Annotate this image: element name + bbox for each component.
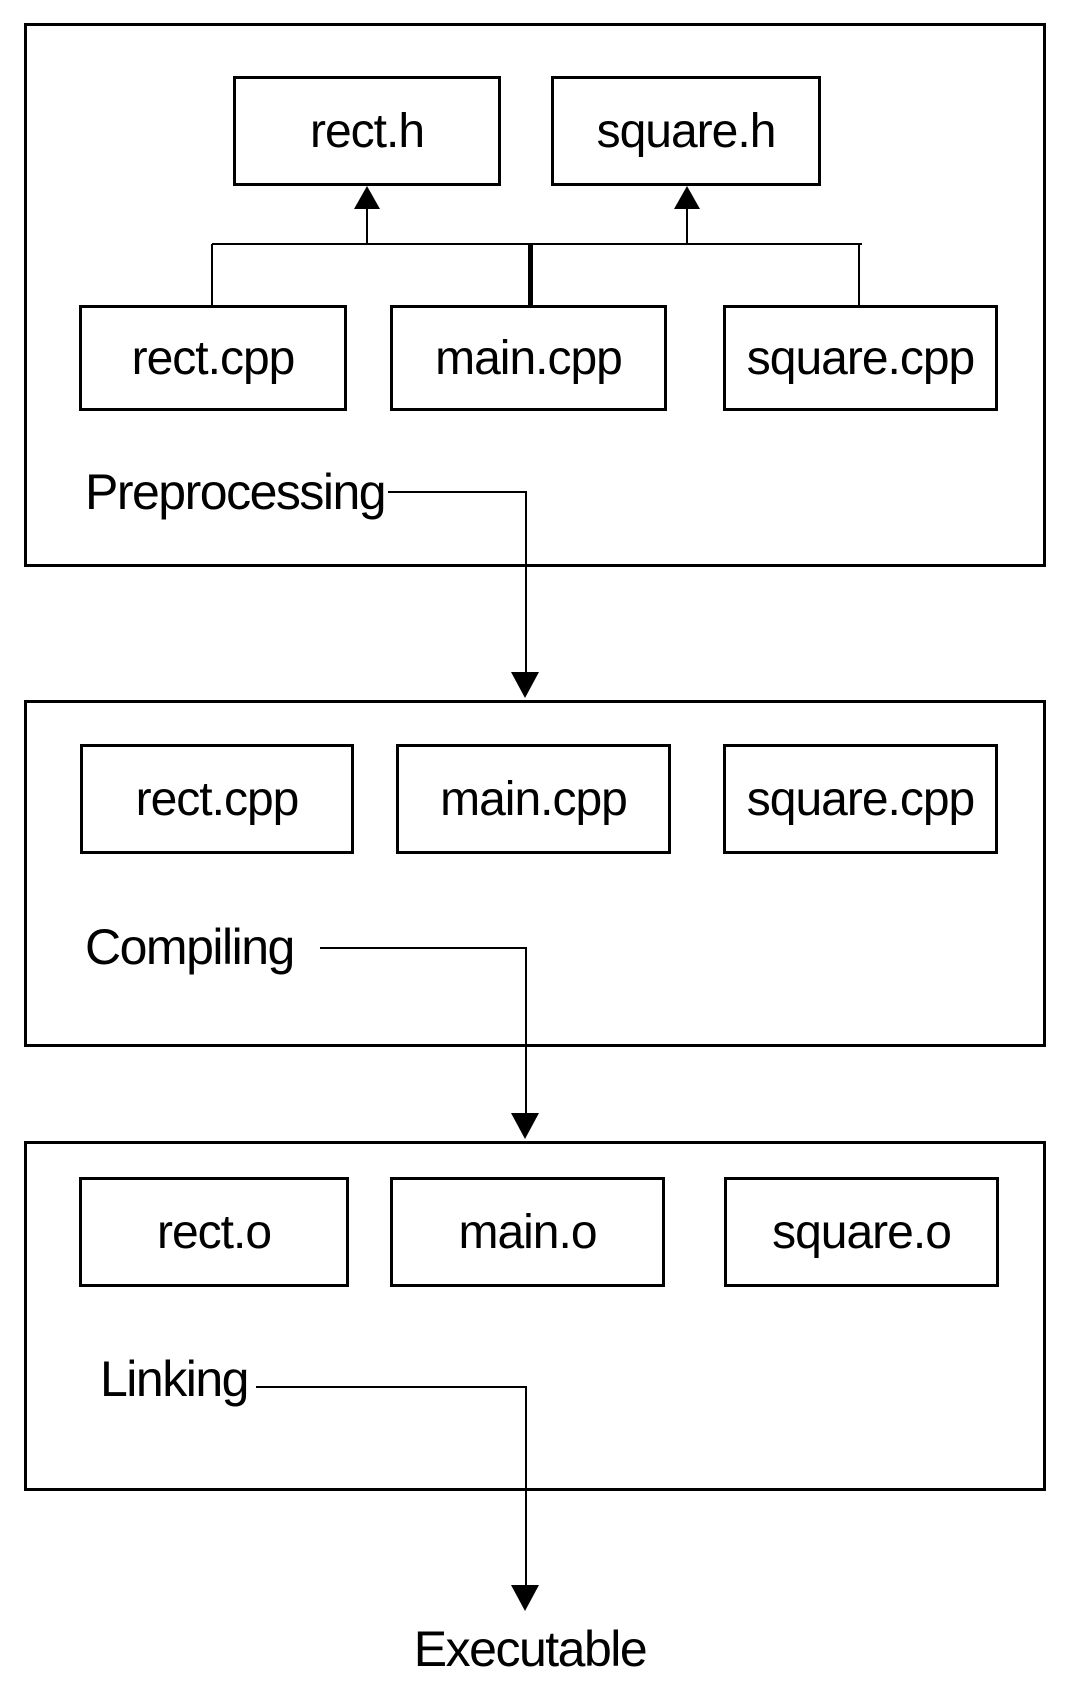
header-box-square-h-label: square.h <box>596 104 777 158</box>
source-box-square-cpp-2-label: square.cpp <box>746 772 975 826</box>
source-box-square-cpp-1: square.cpp <box>723 305 998 411</box>
source-box-square-cpp-2: square.cpp <box>723 744 998 854</box>
arrow-shaft-preprocessing-to-compiling <box>525 491 527 675</box>
header-box-rect-h-label: rect.h <box>309 104 425 158</box>
source-box-rect-cpp-2: rect.cpp <box>80 744 354 854</box>
header-box-rect-h: rect.h <box>233 76 501 186</box>
source-box-rect-cpp-2-label: rect.cpp <box>135 772 300 826</box>
compiling-connector-line <box>320 947 527 949</box>
stub-line-square-cpp <box>858 244 860 305</box>
source-box-main-cpp-1: main.cpp <box>390 305 667 411</box>
arrow-shaft-compiling-to-linking <box>525 947 527 1115</box>
object-box-square-o: square.o <box>724 1177 999 1287</box>
down-arrowhead-icon <box>511 1113 539 1139</box>
stub-line-rect-cpp <box>211 244 213 305</box>
linking-connector-line <box>256 1386 527 1388</box>
source-box-rect-cpp-1: rect.cpp <box>79 305 347 411</box>
stage-label-compiling: Compiling <box>85 919 295 975</box>
executable-label: Executable <box>413 1621 648 1677</box>
source-box-square-cpp-1-label: square.cpp <box>746 331 975 385</box>
stub-line-main-cpp <box>528 244 533 305</box>
arrow-shaft-to-rect-h <box>366 204 368 244</box>
stage-label-preprocessing: Preprocessing <box>85 464 387 520</box>
down-arrowhead-icon <box>511 672 539 698</box>
source-box-main-cpp-2-label: main.cpp <box>440 772 628 826</box>
stage-box-preprocessing <box>24 23 1046 567</box>
up-arrowhead-icon <box>674 186 700 209</box>
source-box-rect-cpp-1-label: rect.cpp <box>131 331 296 385</box>
preprocessing-connector-line <box>388 491 527 493</box>
down-arrowhead-icon <box>511 1585 539 1611</box>
source-box-main-cpp-1-label: main.cpp <box>435 331 623 385</box>
up-arrowhead-icon <box>354 186 380 209</box>
object-box-main-o-label: main.o <box>458 1205 597 1259</box>
arrow-shaft-to-square-h <box>686 204 688 244</box>
arrow-shaft-linking-to-executable <box>525 1386 527 1585</box>
source-box-main-cpp-2: main.cpp <box>396 744 671 854</box>
include-bus-line <box>212 243 862 245</box>
stage-label-linking: Linking <box>100 1351 249 1407</box>
header-box-square-h: square.h <box>551 76 821 186</box>
object-box-square-o-label: square.o <box>772 1205 952 1259</box>
object-box-rect-o: rect.o <box>79 1177 349 1287</box>
object-box-main-o: main.o <box>390 1177 665 1287</box>
object-box-rect-o-label: rect.o <box>156 1205 272 1259</box>
